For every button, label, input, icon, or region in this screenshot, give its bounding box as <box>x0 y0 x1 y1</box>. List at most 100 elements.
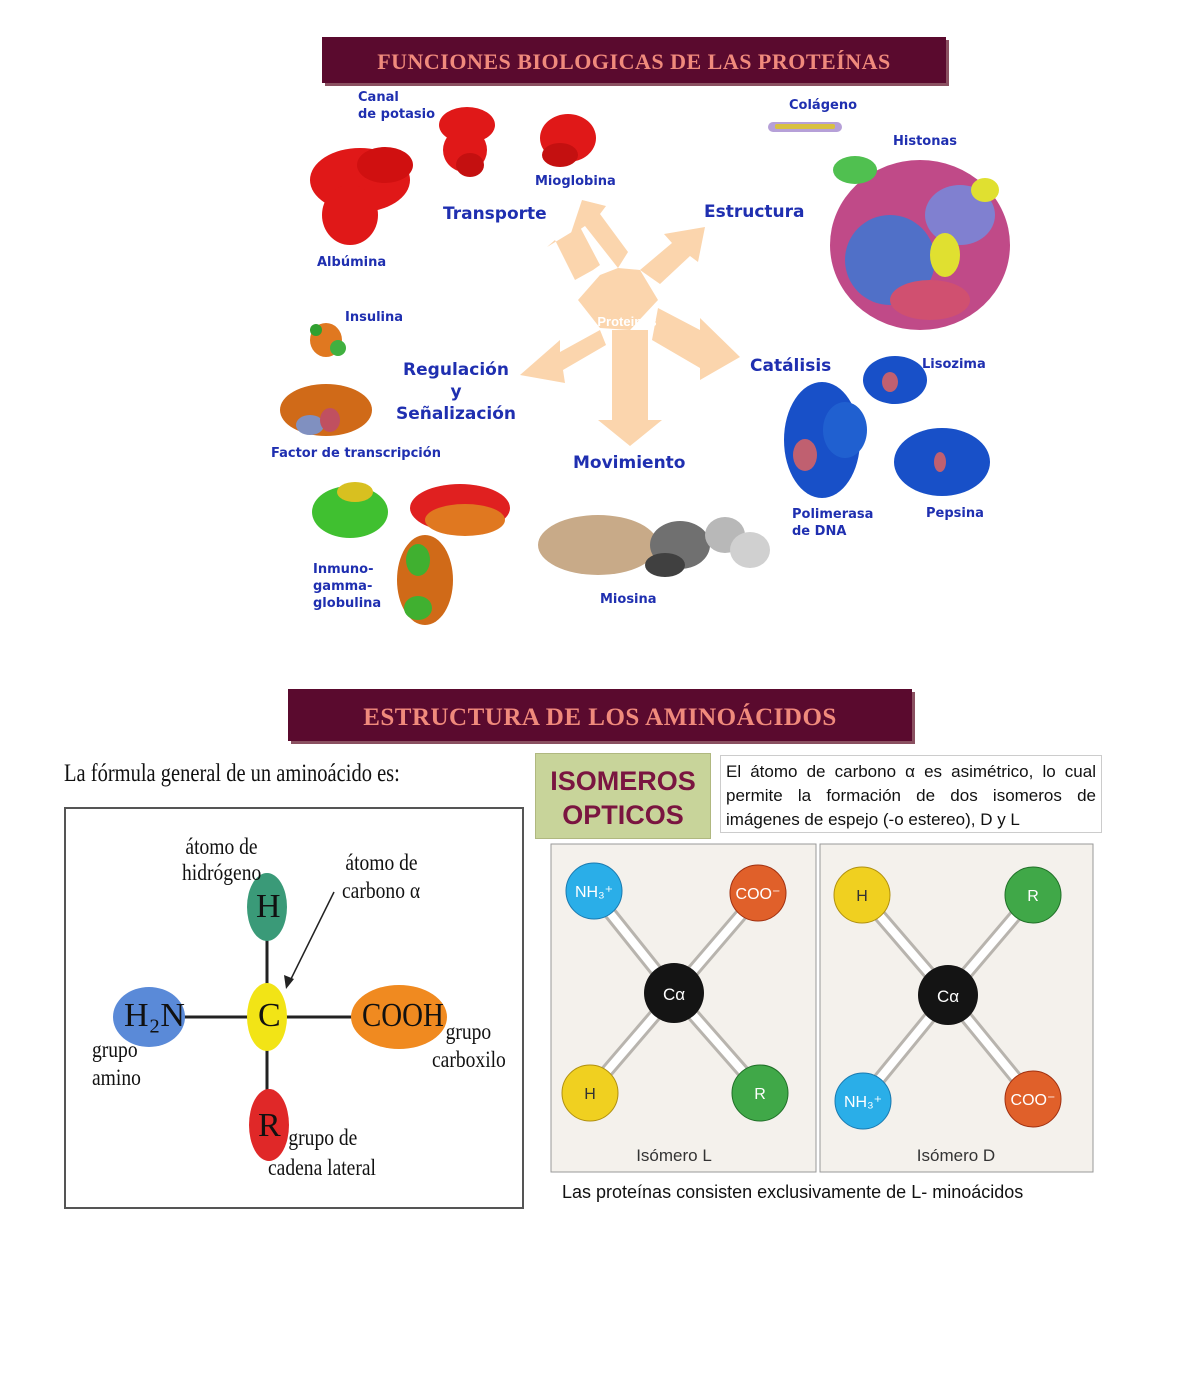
proteins-arrows-icon <box>520 200 740 446</box>
inmunoglobulina-icon <box>312 482 510 625</box>
l-nh3-text: NH₃⁺ <box>575 884 613 901</box>
carboxyl-label-line1: grupo <box>445 1019 492 1044</box>
formula-panel <box>64 807 524 1209</box>
factor-transcripcion-icon <box>280 384 372 436</box>
l-h-text: H <box>584 1086 596 1103</box>
label-miosina: Miosina <box>600 592 657 607</box>
albumina-icon <box>310 147 413 245</box>
label-mioglobina: Mioglobina <box>535 174 616 189</box>
isomeros-heading-line2: OPTICOS <box>562 800 684 830</box>
insulina-icon <box>310 323 346 357</box>
l-coo-icon <box>729 864 787 922</box>
amino-group-icon <box>113 987 185 1047</box>
label-polimerasa-line2: de DNA <box>792 524 847 539</box>
hydrogen-label: átomo de hidrógeno <box>182 834 261 886</box>
category-regulacion-line3: Señalización <box>395 404 517 424</box>
section-title-funciones: FUNCIONES BIOLOGICAS DE LAS PROTEÍNAS <box>322 37 946 83</box>
hydrogen-atom-icon <box>247 873 287 941</box>
carboxyl-group-icon <box>351 985 447 1049</box>
category-regulacion: Regulación y Señalización <box>385 359 527 425</box>
hydrogen-label-line2: hidrógeno <box>182 860 262 885</box>
l-r-icon <box>731 1064 789 1122</box>
carbon-label: átomo de carbono α <box>342 849 420 905</box>
miosina-icon <box>538 515 770 577</box>
colageno-icon <box>768 122 842 132</box>
lateral-label-line2: cadena lateral <box>268 1155 376 1180</box>
label-histonas: Histonas <box>893 134 957 149</box>
formula-diagram <box>113 873 447 1161</box>
carboxyl-label: grupo carboxilo <box>432 1018 506 1074</box>
label-colageno: Colágeno <box>789 98 858 113</box>
category-regulacion-line1: Regulación <box>403 360 509 380</box>
section-title-estructura: ESTRUCTURA DE LOS AMINOÁCIDOS <box>288 689 912 741</box>
amino-label-line2: amino <box>92 1065 141 1090</box>
label-albumina: Albúmina <box>317 255 387 270</box>
isomeros-footnote: Las proteínas consisten exclusivamente d… <box>562 1182 1024 1202</box>
label-insulina: Insulina <box>345 310 404 325</box>
atom-h2n-text: H₂N <box>124 997 185 1034</box>
atom-cooh-text: COOH <box>362 997 444 1034</box>
label-polimerasa: Polimerasa de DNA <box>792 506 873 540</box>
r-group-icon <box>249 1089 289 1161</box>
label-inmuno-line3: globulina <box>313 596 382 611</box>
carbon-atom-icon <box>247 983 287 1051</box>
isomeros-heading-box: ISOMEROS OPTICOS <box>535 753 711 839</box>
l-nh3-icon <box>565 862 623 920</box>
l-r-text: R <box>754 1086 766 1103</box>
category-transporte: Transporte <box>443 204 547 224</box>
label-canal-potasio: Canal de potasio <box>358 89 435 123</box>
d-nh3-icon <box>834 1072 892 1130</box>
histonas-icon <box>830 156 1010 330</box>
mioglobina-icon <box>540 114 596 167</box>
protein-illustrations: Proteinas <box>280 107 1010 625</box>
amino-label: grupo amino <box>92 1036 141 1092</box>
label-canal-line1: Canal <box>358 90 399 105</box>
canal-potasio-icon <box>439 107 495 177</box>
d-r-icon <box>1004 866 1062 924</box>
pepsina-icon <box>894 428 990 496</box>
l-calpha-text: Cα <box>663 985 685 1004</box>
label-inmunoglobulina: Inmuno- gamma- globulina <box>313 561 381 612</box>
label-factor-transcripcion: Factor de transcripción <box>271 446 441 461</box>
label-pepsina: Pepsina <box>926 506 984 521</box>
amino-label-line1: grupo <box>92 1037 138 1062</box>
carbon-label-line2: carbono α <box>342 878 421 903</box>
d-coo-icon <box>1004 1070 1062 1128</box>
lateral-label: grupo de cadena lateral <box>268 1123 376 1183</box>
d-nh3-text: NH₃⁺ <box>844 1094 882 1111</box>
d-calpha-text: Cα <box>937 987 959 1006</box>
lisozima-icon <box>863 356 927 404</box>
center-label: Proteinas <box>597 314 656 329</box>
category-regulacion-line2: y <box>450 382 462 402</box>
carboxyl-label-line2: carboxilo <box>432 1047 506 1072</box>
label-inmuno-line1: Inmuno- <box>313 562 374 577</box>
label-polimerasa-line1: Polimerasa <box>792 507 874 522</box>
label-inmuno-line2: gamma- <box>313 579 373 594</box>
d-h-text: H <box>856 888 868 905</box>
atom-r-text: R <box>258 1107 281 1144</box>
atom-h-text: H <box>256 888 281 925</box>
carbon-label-line1: átomo de <box>345 850 418 875</box>
label-lisozima: Lisozima <box>922 357 986 372</box>
isomer-diagrams: NH₃⁺ COO⁻ H R Cα H R NH₃⁺ COO⁻ Cα Isómer… <box>550 843 1094 1173</box>
category-movimiento: Movimiento <box>573 453 686 473</box>
l-h-icon <box>561 1064 619 1122</box>
d-h-icon <box>833 866 891 924</box>
category-catalisis: Catálisis <box>750 356 832 376</box>
d-coo-text: COO⁻ <box>1011 1092 1056 1109</box>
formula-intro: La fórmula general de un aminoácido es: <box>64 760 400 787</box>
isomer-l-label: Isómero L <box>636 1146 712 1165</box>
atom-c-text: C <box>258 997 281 1034</box>
d-calpha-icon <box>918 965 978 1025</box>
l-calpha-icon <box>644 963 704 1023</box>
polimerasa-icon <box>784 382 867 498</box>
label-canal-line2: de potasio <box>358 107 435 122</box>
lateral-label-line1: grupo de <box>288 1125 358 1150</box>
l-coo-text: COO⁻ <box>736 886 781 903</box>
d-r-text: R <box>1027 888 1039 905</box>
isomer-d-label: Isómero D <box>917 1146 995 1165</box>
hydrogen-label-line1: átomo de <box>185 834 258 859</box>
isomeros-description: El átomo de carbono α es asimétrico, lo … <box>720 755 1102 833</box>
category-estructura: Estructura <box>704 202 805 222</box>
isomeros-heading-line1: ISOMEROS <box>550 766 696 796</box>
